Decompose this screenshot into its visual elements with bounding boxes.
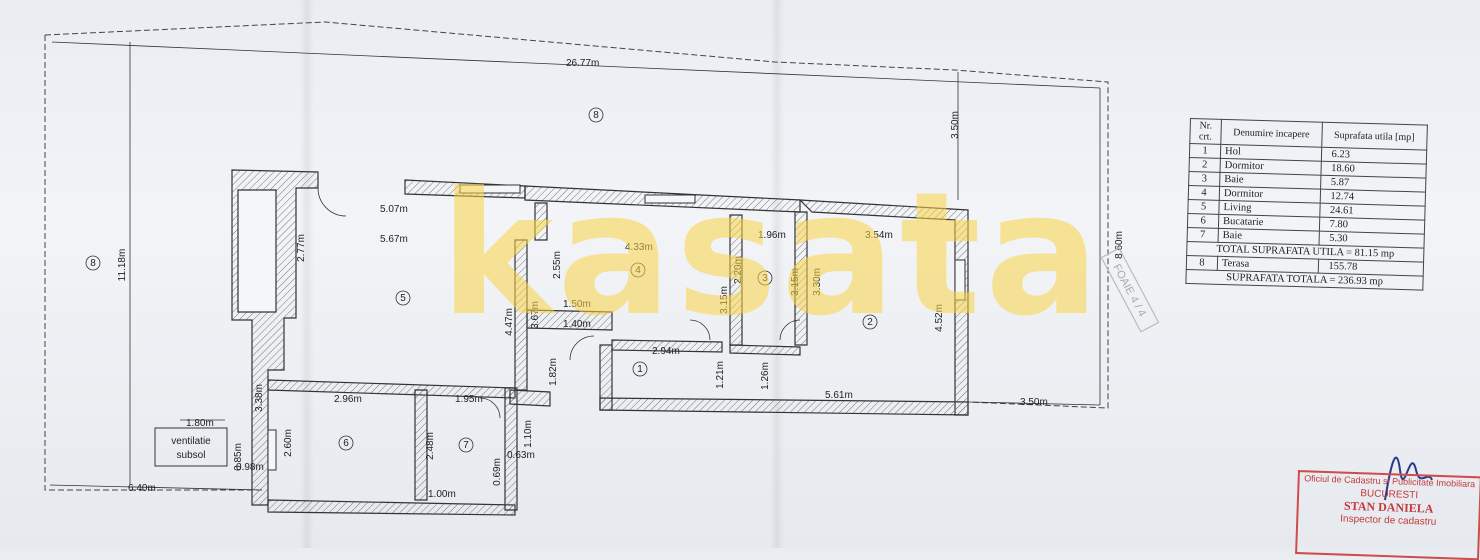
dim-098: 0.98m — [236, 462, 264, 473]
watermark-logo: kasata — [440, 156, 1104, 354]
dim-367: 3.67m — [530, 301, 541, 329]
dim-right-bottom: 3.50m — [1020, 397, 1048, 408]
dim-063: 0.63m — [507, 450, 535, 461]
dim-150: 1.50m — [563, 299, 591, 310]
dim-right-top: 3.50m — [950, 111, 961, 139]
dim-315b: 3.15m — [790, 268, 801, 296]
dim-354: 3.54m — [865, 230, 893, 241]
room-marker-5: 5 — [400, 293, 406, 304]
dim-452: 4.52m — [934, 304, 945, 332]
dim-330: 3.30m — [812, 268, 823, 296]
dim-top-total: 26.77m — [566, 58, 599, 69]
room-marker-8-side: 8 — [90, 258, 96, 269]
dim-100: 1.00m — [428, 489, 456, 500]
room-marker-2: 2 — [867, 317, 873, 328]
room-marker-8: 8 — [593, 110, 599, 121]
dim-260: 2.60m — [283, 429, 294, 457]
room-marker-4: 4 — [635, 265, 641, 276]
header-nr: Nr. crt. — [1189, 118, 1222, 145]
ventilation-label-1: ventilatie — [171, 436, 211, 447]
dim-338: 3.38m — [254, 384, 265, 412]
dim-180: 1.80m — [186, 418, 214, 429]
dim-195: 1.95m — [455, 394, 483, 405]
dim-110: 1.10m — [523, 420, 534, 448]
dim-220: 2.20m — [733, 256, 744, 284]
dim-126: 1.26m — [760, 362, 771, 390]
header-name: Denumire incapere — [1220, 119, 1322, 148]
terrace-outline-left — [44, 35, 265, 491]
dim-433: 4.33m — [625, 242, 653, 253]
dim-294: 2.94m — [652, 346, 680, 357]
dim-085: 0.85m — [233, 443, 244, 471]
ventilation-label-2: subsol — [177, 450, 206, 461]
cadastre-stamp: Oficiul de Cadastru si Publicitate Imobi… — [1295, 470, 1480, 560]
dim-121: 1.21m — [715, 361, 726, 389]
room-marker-1: 1 — [637, 364, 643, 375]
room-marker-3: 3 — [762, 273, 768, 284]
dim-507: 5.07m — [380, 204, 408, 215]
dim-296: 2.96m — [334, 394, 362, 405]
dim-561: 5.61m — [825, 390, 853, 401]
dim-140: 1.40m — [563, 319, 591, 330]
dim-567: 5.67m — [380, 234, 408, 245]
dim-277: 2.77m — [296, 234, 307, 262]
dim-182: 1.82m — [548, 358, 559, 386]
room-marker-6: 6 — [343, 438, 349, 449]
header-area: Suprafata utila [mp] — [1321, 122, 1428, 151]
dim-left-height: 11.18m — [117, 249, 128, 282]
floor-plan-drawing: 8 8 5 4 3 2 1 6 7 26.77m 3.50m 6.40m 5.0… — [44, 21, 1433, 516]
floor-plan-sheet: 8 8 5 4 3 2 1 6 7 26.77m 3.50m 6.40m 5.0… — [44, 0, 1480, 560]
dim-248: 2.48m — [425, 432, 436, 460]
dim-right-height: 8.60m — [1114, 231, 1125, 259]
sheet-side-label: FOAIE 4 / 4 — [1100, 247, 1160, 333]
terrace-outline — [44, 21, 1109, 409]
ventilation-box — [154, 427, 228, 467]
room-area-table: Nr. crt. Denumire incapere Suprafata uti… — [1185, 118, 1428, 291]
paper-fold — [300, 0, 314, 548]
dim-069: 0.69m — [492, 458, 503, 486]
dim-bottom-left: 6.40m — [128, 483, 156, 494]
room-marker-7: 7 — [463, 440, 469, 451]
dim-196: 1.96m — [758, 230, 786, 241]
dim-315a: 3.15m — [719, 286, 730, 314]
dim-447: 4.47m — [504, 308, 515, 336]
signature — [1384, 456, 1433, 501]
dim-255: 2.55m — [552, 251, 563, 279]
